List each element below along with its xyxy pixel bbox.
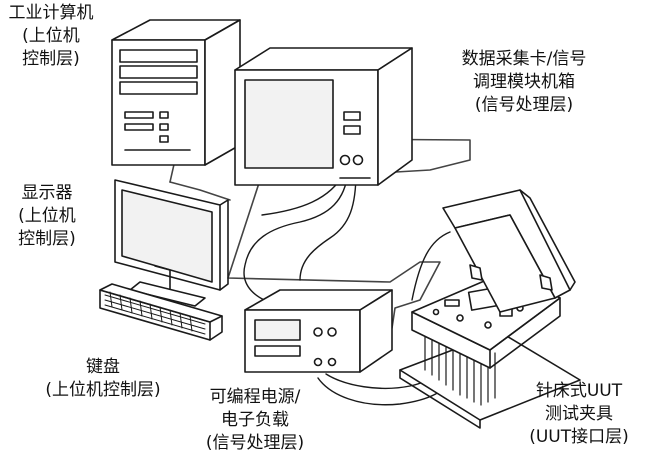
label-uut-fixture-line1: 针床式UUT [535, 381, 623, 401]
label-monitor-line2: (上位机 [18, 206, 76, 226]
label-monitor: 显示器 (上位机 控制层) [2, 182, 92, 251]
label-power-supply-line3: (信号处理层) [205, 433, 305, 453]
label-industrial-pc-line1: 工业计算机 [8, 3, 94, 23]
label-industrial-pc: 工业计算机 (上位机 控制层) [0, 2, 102, 71]
programmable-power-supply [244, 289, 393, 373]
workbench-outline [169, 137, 471, 331]
label-daq-module-line3: (信号处理层) [474, 95, 574, 115]
label-power-supply: 可编程电源/ 电子负载 (信号处理层) [190, 386, 320, 455]
label-uut-fixture-line3: (UUT接口层) [529, 427, 629, 447]
label-daq-module-line1: 数据采集卡/信号 [461, 49, 587, 69]
label-keyboard-line1: 键盘 [86, 357, 120, 377]
daq-chassis [234, 47, 413, 186]
monitor [114, 179, 229, 307]
bed-of-nails-fixture [399, 189, 581, 429]
label-power-supply-line2: 电子负载 [221, 410, 289, 430]
label-industrial-pc-line3: 控制层) [22, 49, 80, 69]
label-uut-fixture-line2: 测试夹具 [545, 404, 613, 424]
label-monitor-line3: 控制层) [18, 229, 76, 249]
label-keyboard: 键盘 (上位机控制层) [28, 356, 178, 402]
pogo-pins [424, 334, 496, 406]
industrial-pc-tower [111, 19, 241, 166]
label-monitor-line1: 显示器 [21, 183, 73, 203]
keyboard [99, 283, 223, 341]
label-daq-module: 数据采集卡/信号 调理模块机箱 (信号处理层) [436, 48, 612, 117]
label-keyboard-line2: (上位机控制层) [45, 380, 161, 400]
label-power-supply-line1: 可编程电源/ [209, 387, 301, 407]
label-uut-fixture: 针床式UUT 测试夹具 (UUT接口层) [512, 380, 646, 449]
label-daq-module-line2: 调理模块机箱 [473, 72, 575, 92]
label-industrial-pc-line2: (上位机 [22, 26, 80, 46]
